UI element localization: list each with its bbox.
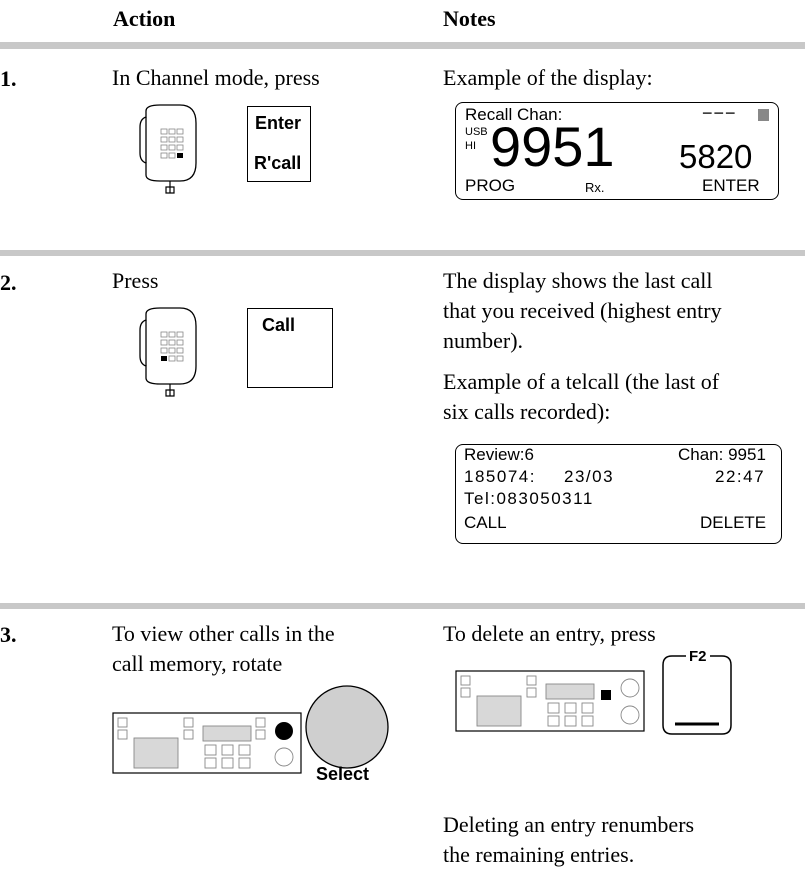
step-3-note: To delete an entry, press	[443, 621, 656, 646]
display-top-right: −−−	[702, 103, 737, 123]
review-line-2-mid: 23/03	[564, 467, 615, 486]
step-3-footer-line-1: Deleting an entry renumbers	[443, 812, 695, 837]
review-line-1-right: Chan: 9951	[678, 445, 766, 464]
recall-chan-display: Recall Chan: −−− USB HI 9951 5820 PROG R…	[455, 102, 779, 200]
enter-recall-key[interactable]: Enter R'call	[247, 106, 311, 182]
f2-softkey-label: F2	[689, 648, 707, 665]
review-line-3: Tel:083050311	[464, 489, 594, 508]
step-3-action-line-2: call memory, rotate	[112, 651, 283, 676]
recall-key-label: R'call	[254, 153, 302, 173]
call-key[interactable]: Call	[247, 308, 333, 388]
select-knob-icon[interactable]	[304, 683, 394, 783]
step-2-note2-line-2: six calls recorded):	[443, 399, 611, 424]
display-top-left: Recall Chan:	[465, 105, 563, 124]
review-call-display: Review:6 Chan: 9951 185074: 23/03 22:47 …	[455, 444, 782, 544]
display-frequency: 5820	[679, 138, 753, 175]
review-line-2-right: 22:47	[715, 467, 766, 486]
step-2-note-line-1: The display shows the last call	[443, 268, 713, 293]
step-1-number: 1.	[0, 66, 17, 91]
step-2-note2-line-1: Example of a telcall (the last of	[443, 369, 720, 394]
call-key-label: Call	[262, 315, 296, 335]
step-2-action: Press	[112, 268, 159, 293]
review-line-1-left: Review:6	[464, 445, 534, 464]
step-1-note: Example of the display:	[443, 65, 653, 90]
enter-key-label: Enter	[255, 113, 302, 133]
step-2-number: 2.	[0, 270, 17, 295]
display-bottom-left: PROG	[465, 176, 516, 195]
display-bottom-right: ENTER	[702, 176, 760, 195]
f2-softkey-icon[interactable]	[660, 652, 740, 738]
step-2-note-line-3: number).	[443, 328, 524, 353]
radio-panel-icon	[455, 670, 645, 732]
display-channel-number: 9951	[490, 115, 615, 178]
step-2-note-line-2: that you received (highest entry	[443, 298, 722, 323]
display-mode-usb: USB	[465, 126, 488, 138]
display-cursor-block	[758, 109, 769, 121]
display-bottom-mid: Rx.	[585, 180, 605, 195]
header-action: Action	[113, 6, 176, 31]
step-2-rule	[0, 603, 805, 609]
step-3-action-line-1: To view other calls in the	[112, 621, 335, 646]
header-rule	[0, 42, 805, 49]
display-mode-hi: HI	[465, 140, 476, 152]
header-notes: Notes	[443, 6, 496, 31]
step-1-action: In Channel mode, press	[112, 65, 320, 90]
step-3-footer-line-2: the remaining entries.	[443, 842, 635, 867]
review-line-2-left: 185074:	[464, 467, 536, 486]
review-line-4-right: DELETE	[700, 513, 767, 532]
review-line-4-left: CALL	[464, 513, 507, 532]
select-knob-label: Select	[316, 764, 370, 784]
step-3-number: 3.	[0, 622, 17, 647]
microphone-icon	[139, 307, 197, 397]
microphone-icon	[139, 104, 197, 194]
step-1-rule	[0, 250, 805, 256]
radio-panel-icon	[112, 712, 302, 774]
